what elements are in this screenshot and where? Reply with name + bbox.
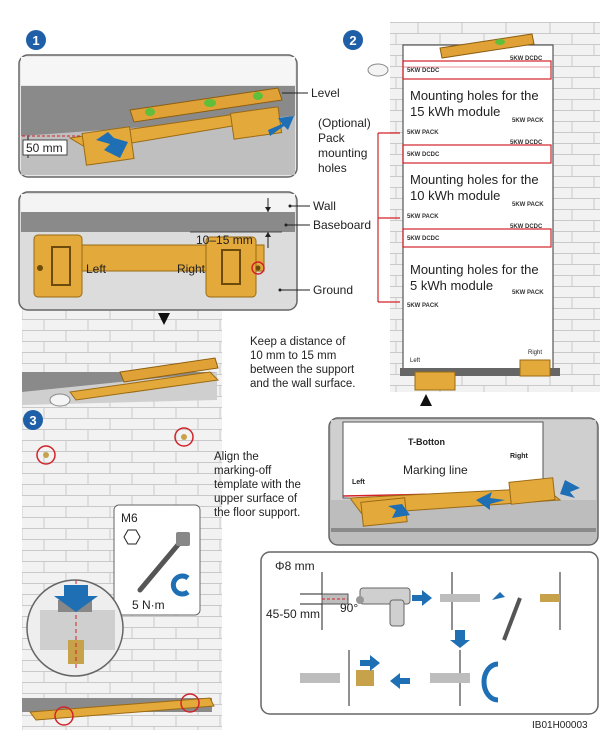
tmpl-row-4: 5KW PACK xyxy=(407,214,439,220)
torque-value: 5 N·m xyxy=(132,598,165,612)
anchor-detail xyxy=(26,579,124,677)
step-1-floor-scene xyxy=(22,357,220,407)
step-arrow-down-icon xyxy=(450,630,470,648)
torque-box: M6 5 N·m xyxy=(113,504,201,616)
drill-angle: 90° xyxy=(340,601,358,615)
hammer-icon xyxy=(502,597,522,641)
tmpl-5-line2: 5 kWh module xyxy=(410,278,493,293)
tmpl-row-5: 5KW DCDC xyxy=(407,236,440,242)
align-line-2: marking-off xyxy=(214,465,272,477)
drill-depth: 45-50 mm xyxy=(266,607,320,621)
step-1-number: 1 xyxy=(32,33,39,48)
insert-arrow-icon xyxy=(54,585,98,612)
distance-note: Keep a distance of 10 mm to 15 mm betwee… xyxy=(250,336,355,390)
optional-line4: holes xyxy=(318,161,347,175)
step-3-badge: 3 xyxy=(23,410,43,430)
marking-off-template: 5KW DCDC 5KW DCDC Mounting holes for the… xyxy=(367,33,560,391)
panel-drilling: Φ8 mm 45-50 mm 90° xyxy=(260,551,599,715)
rotate-clockwise-icon xyxy=(170,573,190,597)
zoom-left: Left xyxy=(352,479,366,486)
step-arrow-left-icon xyxy=(390,673,410,689)
align-line-5: the floor support. xyxy=(214,507,300,519)
tmpl-row-6: 5KW PACK xyxy=(407,303,439,309)
hex-nut-icon xyxy=(123,529,141,545)
tmpl-row-3b: 5KW DCDC xyxy=(510,140,543,146)
distance-line-1: Keep a distance of xyxy=(250,336,346,348)
label-wall: Wall xyxy=(313,199,336,213)
support-under-template xyxy=(414,371,456,391)
tmpl-row-6b: 5KW PACK xyxy=(512,290,544,296)
label-baseboard: Baseboard xyxy=(313,218,371,232)
figure-id: IB01H00003 xyxy=(532,720,588,731)
optional-line2: Pack xyxy=(318,131,346,145)
dim-50mm: 50 mm xyxy=(26,141,63,155)
optional-line1: (Optional) xyxy=(318,116,371,130)
label-ground: Ground xyxy=(313,283,353,297)
dim-10-15mm: 10–15 mm xyxy=(196,233,253,247)
step-2-badge: 2 xyxy=(343,30,363,50)
support-right-label: Right xyxy=(177,262,206,276)
rotate-icon xyxy=(481,661,499,703)
drill-diameter: Φ8 mm xyxy=(275,559,315,573)
distance-line-3: between the support xyxy=(250,364,355,376)
step-arrow-right-icon xyxy=(360,655,380,671)
panel-level-support: 50 mm xyxy=(18,54,298,178)
highlight-circle xyxy=(251,261,265,275)
tmpl-row-1: 5KW DCDC xyxy=(407,68,440,74)
tmpl-row-4b: 5KW PACK xyxy=(512,202,544,208)
torque-bolt: M6 xyxy=(121,511,138,525)
zoom-arrow-right-icon xyxy=(560,480,580,498)
distance-line-4: and the wall surface. xyxy=(250,378,355,390)
tmpl-row-1b: 5KW DCDC xyxy=(510,56,543,62)
tmpl-10-line1: Mounting holes for the xyxy=(410,172,539,187)
marking-line-label: Marking line xyxy=(403,463,468,477)
step-3-number: 3 xyxy=(29,413,36,428)
align-line-4: upper surface of xyxy=(214,493,298,505)
tmpl-5-line1: Mounting holes for the xyxy=(410,262,539,277)
zoom-right: Right xyxy=(510,453,529,460)
distance-line-2: 10 mm to 15 mm xyxy=(250,350,336,362)
align-line-1: Align the xyxy=(214,451,259,463)
zoom-arrow-left-icon xyxy=(476,492,505,510)
tmpl-bottom-left: Left xyxy=(410,358,420,364)
tmpl-row-3: 5KW DCDC xyxy=(407,152,440,158)
tmpl-row-2: 5KW PACK xyxy=(407,130,439,136)
align-line-3: template with the xyxy=(214,479,301,491)
torque-wrench-icon xyxy=(137,537,185,593)
panel-wall-gap-detail: Left Right 10–15 mm xyxy=(18,191,298,311)
support-left-label: Left xyxy=(86,262,107,276)
push-arrow-right-icon xyxy=(268,116,294,136)
tmpl-10-line2: 10 kWh module xyxy=(410,188,500,203)
drill-marks xyxy=(36,427,194,465)
label-level: Level xyxy=(311,86,340,100)
step-arrow-1-icon xyxy=(412,590,432,606)
push-arrow-left-icon xyxy=(96,132,128,158)
zoom-arrow-down-icon xyxy=(388,504,410,518)
tmpl-row-5b: 5KW DCDC xyxy=(510,224,543,230)
optional-pack-callout: (Optional) Pack mounting holes xyxy=(318,116,400,303)
align-note: Align the marking-off template with the … xyxy=(214,451,301,519)
tmpl-bottom-right: Right xyxy=(528,350,542,356)
tmpl-15-line2: 15 kWh module xyxy=(410,104,500,119)
tmpl-15-line1: Mounting holes for the xyxy=(410,88,539,103)
tmpl-row-2b: 5KW PACK xyxy=(512,118,544,124)
optional-line3: mounting xyxy=(318,146,367,160)
step-3-floor-scene xyxy=(22,693,215,726)
zoom-bottom-title: T-Botton xyxy=(408,437,445,447)
step-2-number: 2 xyxy=(349,33,356,48)
panel-marking-line: T-Botton Right Left Marking line xyxy=(328,417,599,546)
step-1-badge: 1 xyxy=(26,30,46,50)
